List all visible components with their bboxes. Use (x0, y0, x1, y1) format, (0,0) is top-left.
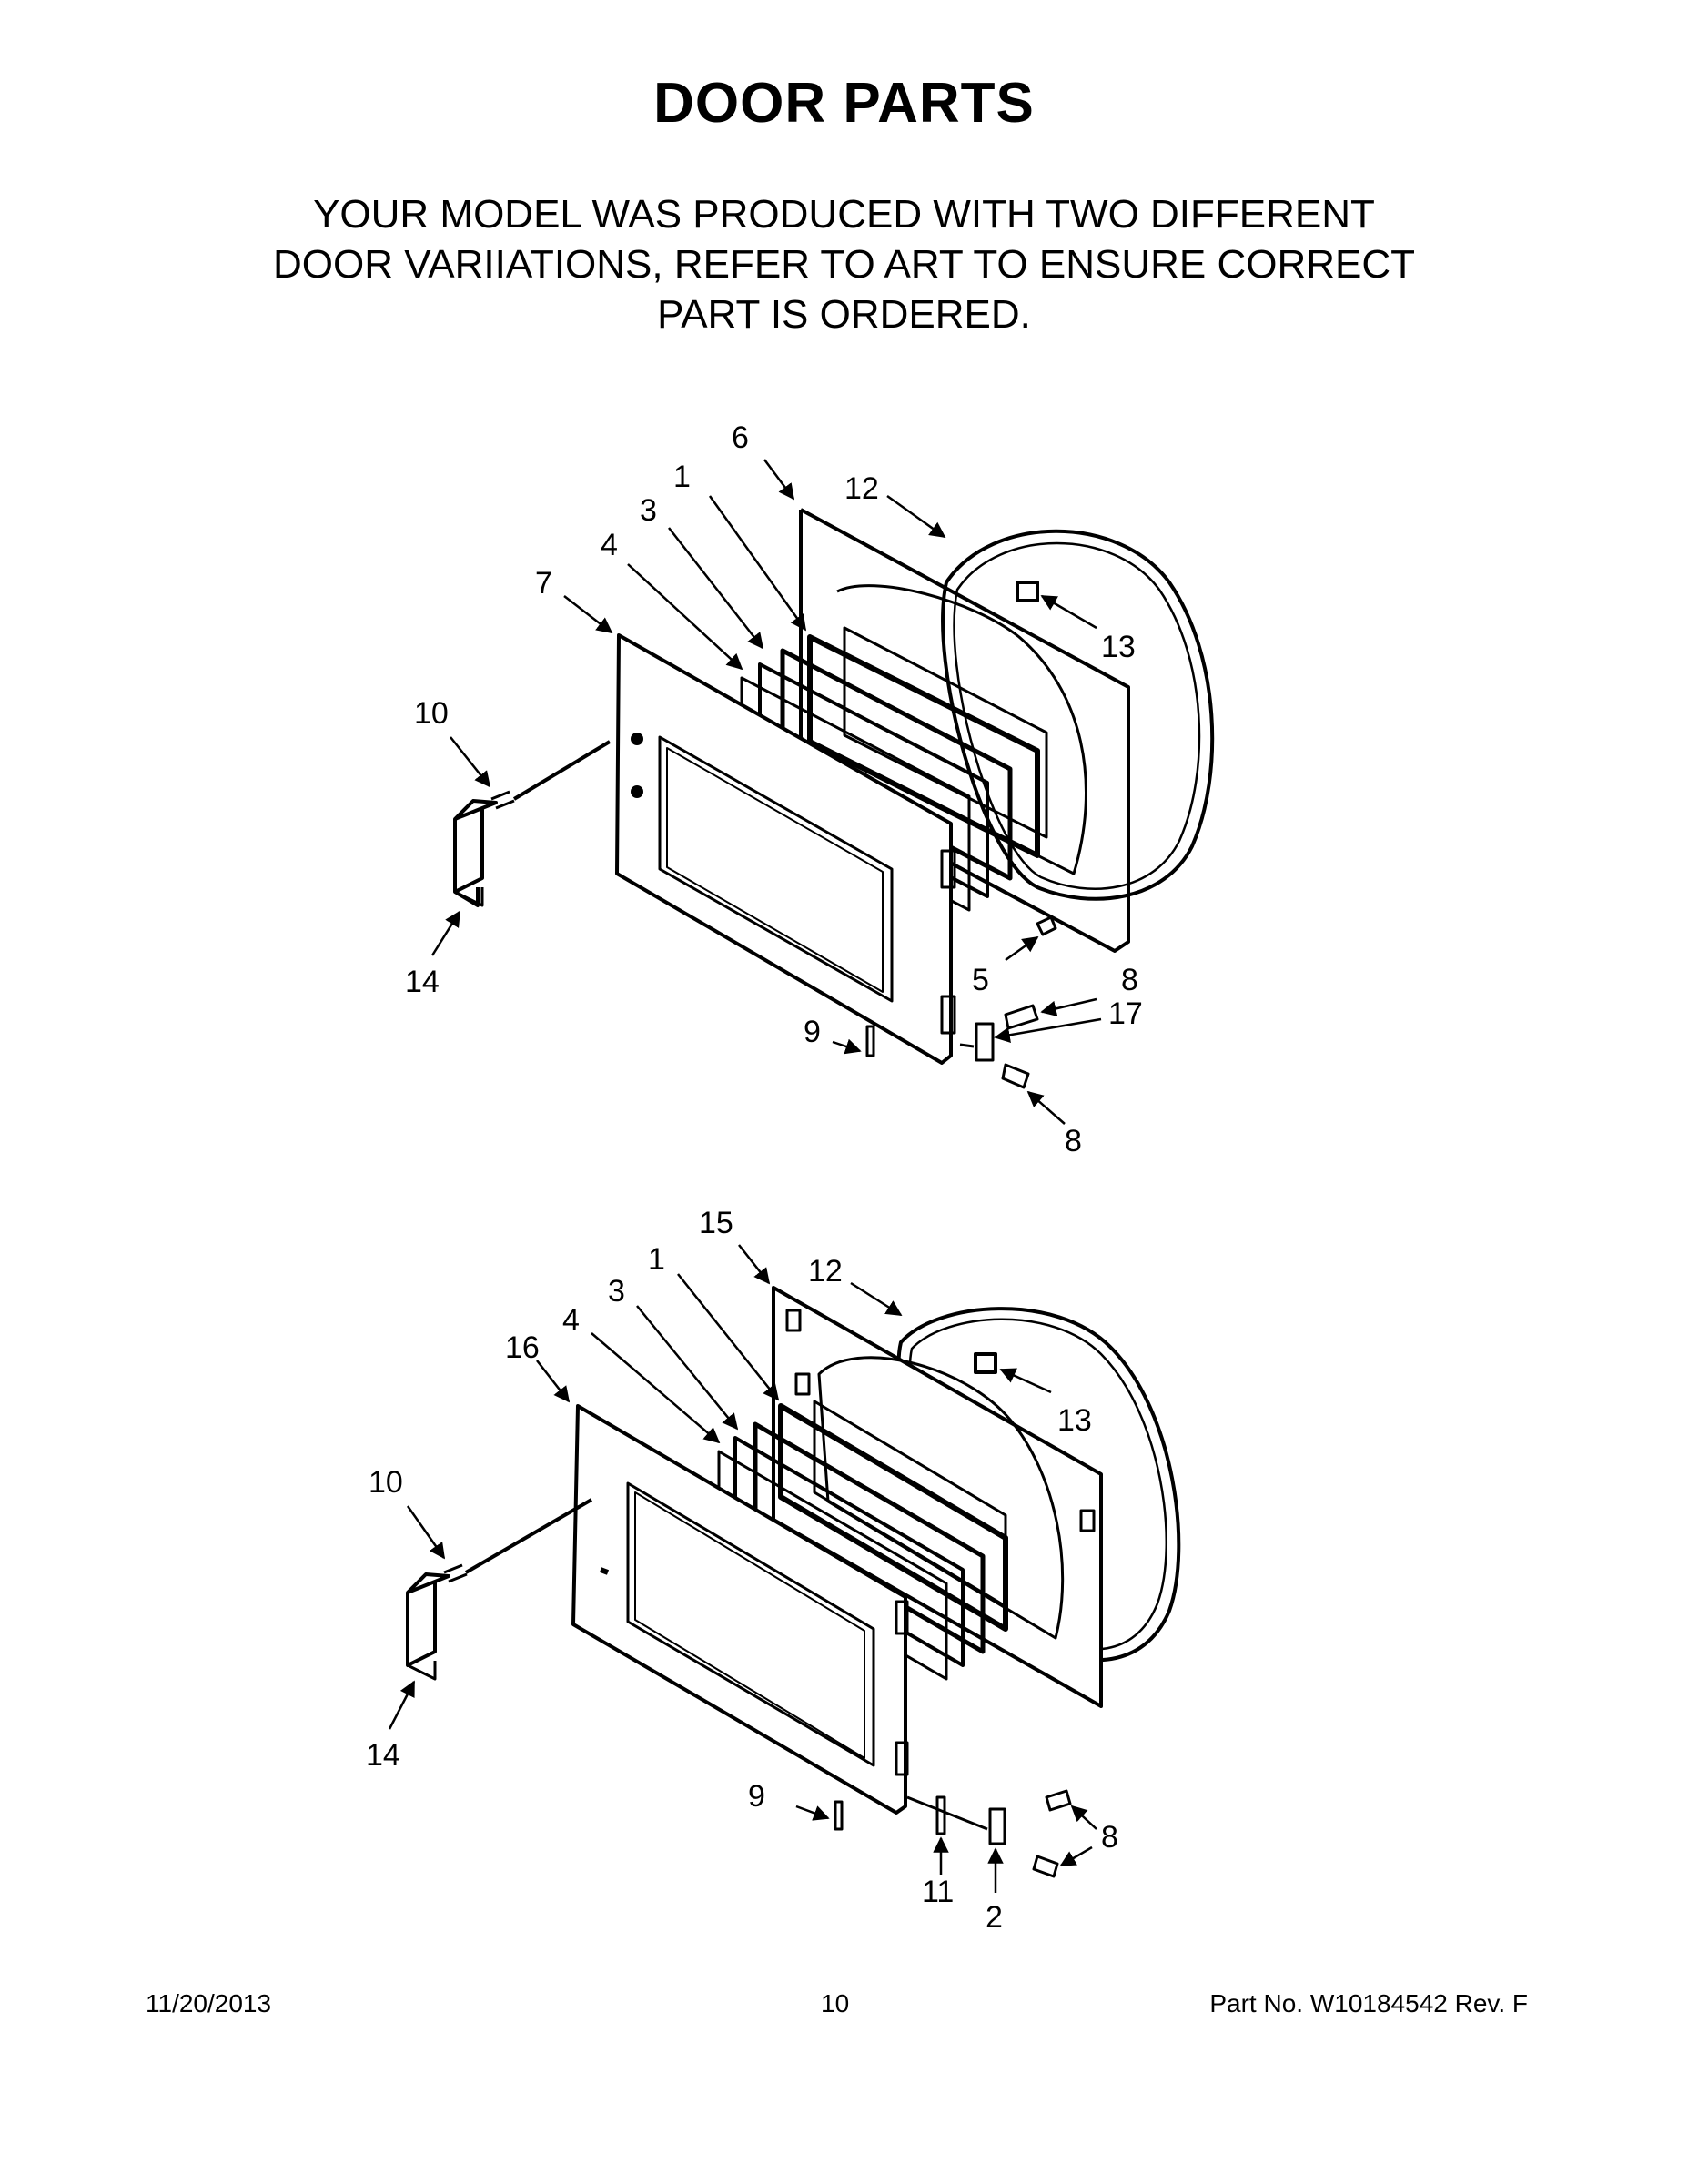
lower-label-8: 8 (1101, 1820, 1118, 1855)
upper-label-8-bottom: 8 (1065, 1124, 1082, 1158)
lower-label-1: 1 (648, 1242, 665, 1277)
lower-label-15: 15 (699, 1206, 733, 1240)
lower-label-9: 9 (748, 1779, 765, 1814)
upper-label-6: 6 (732, 420, 749, 455)
upper-inner-panel-liner (827, 584, 1087, 875)
upper-gasket-clip (1016, 581, 1039, 602)
page-title: DOOR PARTS (653, 72, 1035, 135)
lower-label-13: 13 (1057, 1403, 1092, 1438)
upper-label-13: 13 (1101, 630, 1136, 664)
notice-line-1: YOUR MODEL WAS PRODUCED WITH TWO DIFFERE… (313, 192, 1375, 237)
footer-page-number: 10 (821, 1989, 850, 2017)
lower-hinge-hardware (834, 1789, 1072, 1878)
upper-label-1: 1 (673, 460, 691, 494)
lower-label-16: 16 (505, 1330, 540, 1365)
upper-label-7: 7 (535, 566, 552, 601)
notice-line-2: DOOR VARIIATIONS, REFER TO ART TO ENSURE… (272, 242, 1416, 287)
lower-label-2: 2 (986, 1900, 1003, 1935)
upper-label-17: 17 (1108, 996, 1143, 1031)
upper-label-4: 4 (601, 528, 618, 562)
upper-hinge-hardware (865, 915, 1057, 1089)
lower-leader-lines (388, 1244, 1097, 1893)
lower-gasket-clip (974, 1352, 997, 1374)
lower-outer-door (571, 1404, 909, 1815)
lower-door-handle (406, 1572, 450, 1681)
upper-label-3: 3 (640, 493, 657, 528)
lower-label-4: 4 (562, 1303, 580, 1338)
upper-label-10: 10 (414, 696, 449, 731)
footer-part-number: Part No. W10184542 Rev. F (1209, 1989, 1528, 2017)
lower-label-3: 3 (608, 1274, 625, 1309)
upper-outer-door (615, 633, 956, 1065)
upper-window-pack (740, 626, 1048, 912)
upper-door-assembly (453, 508, 1215, 1089)
upper-leader-lines (430, 459, 1102, 1125)
lower-label-10: 10 (369, 1465, 403, 1500)
upper-label-14: 14 (405, 965, 440, 999)
upper-label-5: 5 (972, 963, 989, 997)
lower-label-14: 14 (366, 1738, 400, 1773)
notice-line-3: PART IS ORDERED. (657, 292, 1031, 337)
footer-date: 11/20/2013 (146, 1989, 272, 2017)
upper-door-handle (453, 799, 498, 907)
upper-label-12: 12 (844, 471, 879, 506)
upper-label-8-top: 8 (1121, 963, 1138, 997)
lower-handle-screw (443, 1498, 593, 1583)
lower-label-11: 11 (922, 1875, 954, 1909)
lower-label-12: 12 (808, 1254, 843, 1289)
variation-notice: YOUR MODEL WAS PRODUCED WITH TWO DIFFERE… (182, 189, 1506, 339)
upper-door-gasket (941, 529, 1215, 901)
upper-handle-screw (490, 740, 612, 810)
upper-label-9: 9 (804, 1015, 821, 1049)
lower-door-assembly (406, 1286, 1181, 1878)
